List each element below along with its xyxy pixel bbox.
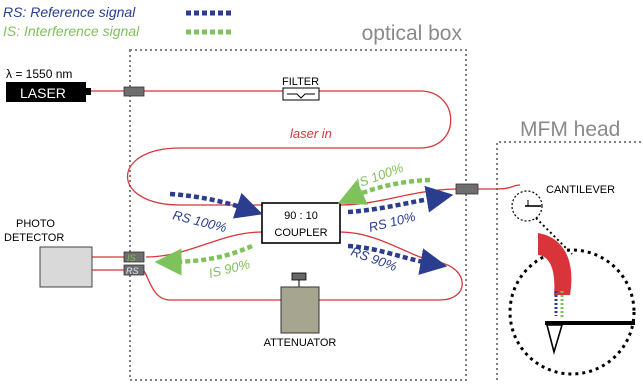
filter-body bbox=[282, 87, 320, 101]
port-is-label: IS bbox=[127, 253, 136, 263]
filter-notch-icon bbox=[287, 93, 315, 99]
laser: λ = 1550 nm LASER bbox=[6, 67, 91, 102]
signal-is-90: IS 90% bbox=[154, 243, 253, 281]
coupler: 90 : 10 COUPLER bbox=[261, 202, 341, 244]
is-100-arrow bbox=[337, 177, 431, 205]
signal-rs-100: RS 100% bbox=[169, 191, 263, 235]
photo-detector-label-1: PHOTO bbox=[16, 218, 55, 230]
port-rs-connector bbox=[123, 264, 145, 276]
filter: FILTER bbox=[282, 76, 320, 101]
head-connector bbox=[455, 183, 479, 195]
fiber-network bbox=[90, 90, 521, 301]
optical-box-border bbox=[129, 49, 467, 381]
photo-detector: PHOTO DETECTOR bbox=[4, 218, 93, 288]
laser-nozzle bbox=[84, 88, 91, 95]
port-rs: RS bbox=[123, 264, 145, 276]
photo-detector-body bbox=[39, 246, 93, 288]
attenuator-label: ATTENUATOR bbox=[264, 337, 337, 349]
mfm-head-border bbox=[496, 141, 643, 380]
coupler-ratio: 90 : 10 bbox=[284, 210, 318, 222]
zoom-line bbox=[535, 217, 573, 255]
rs-90-arrow bbox=[347, 243, 448, 275]
attenuator-body bbox=[280, 286, 320, 334]
port-is-connector bbox=[123, 251, 145, 263]
laser-connector bbox=[123, 86, 145, 97]
port-is: IS bbox=[123, 251, 145, 263]
rs-10-arrow bbox=[347, 185, 454, 215]
legend-is-label: IS: Interference signal bbox=[3, 23, 140, 39]
legend: RS: Reference signal IS: Interference si… bbox=[3, 4, 232, 39]
laser-body bbox=[6, 82, 86, 102]
cantilever: CANTILEVER bbox=[511, 184, 615, 255]
mfm-head-title: MFM head bbox=[520, 118, 620, 141]
attenuator-knob-icon bbox=[291, 272, 307, 281]
laser-label: LASER bbox=[20, 85, 66, 101]
port-rs-label: RS bbox=[126, 266, 139, 276]
fiber-coupler-to-is bbox=[145, 231, 263, 258]
filter-label: FILTER bbox=[282, 76, 319, 88]
magnified-tip-icon bbox=[545, 324, 564, 355]
rs-100-arrow bbox=[169, 191, 263, 219]
magnified-view bbox=[508, 233, 636, 376]
attenuator: ATTENUATOR bbox=[264, 272, 337, 349]
fiber-laser-in bbox=[127, 90, 452, 206]
photo-detector-label-2: DETECTOR bbox=[4, 232, 64, 244]
laser-wavelength: λ = 1550 nm bbox=[6, 67, 72, 81]
cantilever-focus-circle bbox=[511, 190, 543, 222]
magnified-circle bbox=[508, 248, 636, 376]
optical-box-title: optical box bbox=[362, 22, 463, 45]
fiber-tip-red bbox=[538, 233, 572, 295]
signal-rs-10: RS 10% bbox=[347, 185, 454, 235]
laser-in-label: laser in bbox=[290, 126, 332, 141]
signal-is-100: IS 100% bbox=[337, 160, 431, 205]
coupler-label: COUPLER bbox=[274, 227, 327, 239]
optical-box: optical box bbox=[129, 22, 467, 381]
fiber-to-head bbox=[478, 184, 521, 190]
is-90-arrow bbox=[154, 243, 253, 276]
coupler-body bbox=[261, 202, 341, 244]
mfm-head-box: MFM head bbox=[496, 118, 643, 380]
cantilever-label: CANTILEVER bbox=[546, 184, 615, 196]
legend-rs-label: RS: Reference signal bbox=[3, 4, 136, 20]
rs-100-label: RS 100% bbox=[171, 207, 228, 235]
rs-10-label: RS 10% bbox=[367, 209, 417, 235]
signal-rs-90: RS 90% bbox=[347, 243, 448, 275]
